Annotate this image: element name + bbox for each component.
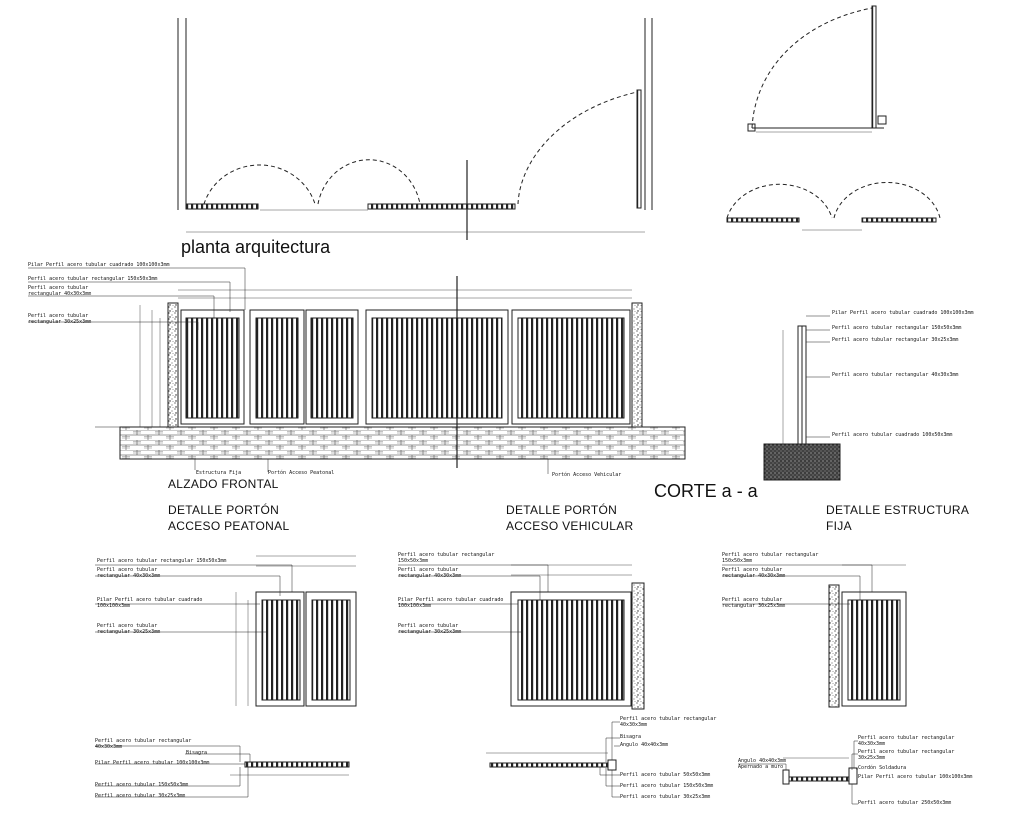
fixed-label: rectangular 40x30x3mm (722, 573, 786, 579)
elevation-label: Perfil acero tubular rectangular 150x50x… (28, 276, 158, 282)
vehicular-detail (398, 564, 645, 798)
fixed-label: Perfil acero tubular (722, 597, 783, 603)
pedestrian-label: Pilar Perfil acero tubular 100x100x3mm (95, 760, 210, 766)
plan-detail-single (747, 5, 887, 133)
front-elevation (28, 267, 686, 474)
vehicular-label: 40x30x3mm (620, 722, 648, 728)
pedestrian-label: Bisagra (186, 750, 208, 756)
elevation-label: Portón Acceso Peatonal (268, 470, 335, 476)
vehicular-label: Bisagra (620, 734, 642, 740)
pedestrian-label: rectangular 30x25x3mm (97, 629, 161, 635)
pedestrian-label: 40x30x3mm (95, 744, 123, 750)
vehicular-label: Perfil acero tubular 50x50x3mm (620, 772, 711, 778)
pedestrian-label: 100x100x3mm (97, 603, 131, 609)
fixed-label: Cordón Soldadura (858, 765, 907, 771)
fixed-detail-title-2: FIJA (826, 519, 852, 533)
pedestrian-label: Perfil acero tubular (97, 567, 158, 573)
fixed-label: Perfil acero tubular (722, 567, 783, 573)
vehicular-label: Perfil acero tubular rectangular (620, 716, 717, 722)
plan-view (177, 18, 653, 240)
section-view (763, 315, 841, 481)
elevation-label: Pilar Perfil acero tubular cuadrado 100x… (28, 262, 170, 268)
vehicular-label: rectangular 30x25x3mm (398, 629, 462, 635)
vehicular-label: Perfil acero tubular rectangular (398, 552, 495, 558)
vehicular-label: Perfil acero tubular 150x50x3mm (620, 783, 714, 789)
pedestrian-label: rectangular 40x30x3mm (97, 573, 161, 579)
section-label: Perfil acero tubular rectangular 150x50x… (832, 325, 962, 331)
elevation-label: Perfil acero tubular (28, 313, 89, 319)
pedestrian-label: Perfil acero tubular rectangular 150x50x… (97, 558, 227, 564)
fixed-label: 40x30x3mm (858, 741, 886, 747)
elevation-label: rectangular 30x25x3mm (28, 319, 92, 325)
vehicular-label: 100x100x3mm (398, 603, 432, 609)
pedestrian-label: Perfil acero tubular 30x25x3mm (95, 793, 186, 799)
fixed-label: 30x25x3mm (858, 755, 886, 761)
vehicular-detail-title-1: DETALLE PORTÓN (506, 503, 618, 517)
fixed-detail-title-1: DETALLE ESTRUCTURA (826, 503, 970, 517)
section-title: CORTE a - a (654, 481, 758, 501)
fixed-label: Pilar Perfil acero tubular 100x100x3mm (858, 774, 973, 780)
fixed-label: Perfil acero tubular 250x50x3mm (858, 800, 952, 806)
fixed-label: Perfil acero tubular rectangular (722, 552, 819, 558)
pedestrian-label: Pilar Perfil acero tubular cuadrado (97, 597, 203, 603)
fixed-label: Perfil acero tubular rectangular (858, 735, 955, 741)
fixed-detail (722, 564, 907, 805)
section-label: Perfil acero tubular cuadrado 100x50x3mm (832, 432, 953, 438)
vehicular-label: Angulo 40x40x3mm (620, 742, 669, 748)
vehicular-label: 150x50x3mm (398, 558, 429, 564)
fixed-label: Perfil acero tubular rectangular (858, 749, 955, 755)
vehicular-label: Perfil acero tubular (398, 567, 459, 573)
elevation-label: Perfil acero tubular (28, 285, 89, 291)
pedestrian-detail-title-2: ACCESO PEATONAL (168, 519, 290, 533)
elevation-label: Portón Acceso Vehicular (552, 472, 622, 478)
vehicular-label: Pilar Perfil acero tubular cuadrado (398, 597, 504, 603)
pedestrian-label: Perfil acero tubular (97, 623, 158, 629)
vehicular-label: Perfil acero tubular 30x25x3mm (620, 794, 711, 800)
fixed-label: rectangular 30x25x3mm (722, 603, 786, 609)
fixed-label: Angulo 40x40x3mm (738, 758, 787, 764)
elevation-title: ALZADO FRONTAL (168, 477, 279, 491)
elevation-label: rectangular 40x30x3mm (28, 291, 92, 297)
pedestrian-label: Perfil acero tubular rectangular (95, 738, 192, 744)
section-label: Perfil acero tubular rectangular 30x25x3… (832, 337, 959, 343)
pedestrian-label: Perfil acero tubular 150x50x3mm (95, 782, 189, 788)
plan-detail-double (726, 181, 941, 231)
section-label: Pilar Perfil acero tubular cuadrado 100x… (832, 310, 974, 316)
vehicular-detail-title-2: ACCESO VEHICULAR (506, 519, 634, 533)
fixed-label: 150x50x3mm (722, 558, 753, 564)
vehicular-label: rectangular 40x30x3mm (398, 573, 462, 579)
pedestrian-detail-title-1: DETALLE PORTÓN (168, 503, 280, 517)
section-label: Perfil acero tubular rectangular 40x30x3… (832, 372, 959, 378)
pedestrian-detail (95, 555, 357, 798)
plan-title: planta arquitectura (181, 237, 331, 257)
vehicular-label: Perfil acero tubular (398, 623, 459, 629)
fixed-label: Apernado a muro (738, 764, 784, 770)
elevation-label: Estructura Fija (196, 470, 242, 476)
